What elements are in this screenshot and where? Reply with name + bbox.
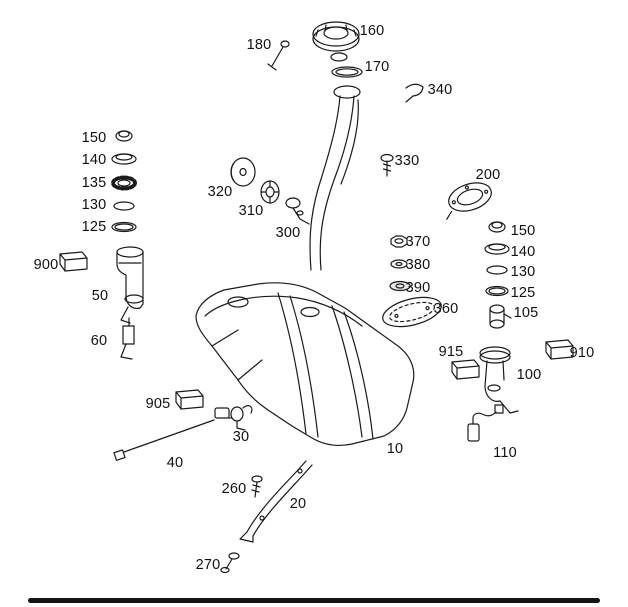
part-label-260: 260 [221,481,247,497]
part-label-50: 50 [91,288,109,304]
part-label-130: 130 [510,264,536,280]
filler-neck-icon [309,85,361,271]
part-label-390: 390 [405,280,431,296]
tank-strap-20-icon [239,460,313,543]
part-label-150: 150 [510,223,536,239]
part-label-125: 125 [510,285,536,301]
kit-tag-910-icon [545,339,574,360]
valve-300-icon [285,197,310,225]
washer-380-icon [390,259,408,269]
left-seal-stack-icon [111,130,137,233]
part-label-100: 100 [516,367,542,383]
screw-270-icon [220,552,240,574]
part-label-130: 130 [81,197,107,213]
washer-390-icon [389,280,411,292]
pad-360-icon [382,296,442,328]
seal-ring-170-icon [331,66,363,78]
screw-260-icon [251,475,263,498]
part-label-30: 30 [232,429,250,445]
part-label-10: 10 [386,441,404,457]
nut-370-icon [390,235,408,248]
part-label-110: 110 [493,445,517,461]
part-label-905: 905 [145,396,171,412]
part-label-150: 150 [81,130,107,146]
part-label-330: 330 [394,153,420,169]
kit-tag-915-icon [451,359,480,380]
fuel-tank-10-icon [195,282,415,446]
part-label-160: 160 [359,23,385,39]
part-label-910: 910 [569,345,595,361]
part-label-310: 310 [238,203,264,219]
part-label-370: 370 [405,234,431,250]
part-label-135: 135 [81,175,107,191]
part-label-140: 140 [81,152,107,168]
sensor-110-icon [467,404,504,442]
fuel-pump-50-icon [116,246,144,324]
part-label-105: 105 [513,305,539,321]
part-label-125: 125 [81,219,107,235]
kit-tag-905-icon [175,389,204,410]
part-label-270: 270 [195,557,221,573]
part-label-380: 380 [405,257,431,273]
disc-320-icon [230,157,256,187]
part-label-170: 170 [364,59,390,75]
fuel-cap-icon [312,21,360,62]
part-label-900: 900 [33,257,59,273]
part-label-200: 200 [475,167,501,183]
part-label-60: 60 [90,333,108,349]
kit-tag-900-icon [59,251,88,272]
right-seal-stack-icon [484,221,510,297]
fuel-line-40-icon [113,419,215,461]
part-label-180: 180 [246,37,272,53]
bracket-60-icon [120,317,135,360]
screw-330-icon [380,153,394,177]
lock-key-icon [267,40,290,71]
sensor-105-icon [489,304,512,329]
sender-100-icon [479,346,519,414]
disc-310-icon [260,180,280,204]
part-label-360: 360 [433,301,459,317]
valve-30-icon [214,405,253,431]
part-label-140: 140 [510,244,536,260]
clip-340-icon [405,83,424,103]
part-label-915: 915 [438,344,464,360]
part-label-20: 20 [289,496,307,512]
part-label-320: 320 [207,184,233,200]
bottom-bar [28,598,600,603]
part-label-300: 300 [275,225,301,241]
flange-200-icon [446,182,492,220]
part-label-340: 340 [427,82,453,98]
part-label-40: 40 [166,455,184,471]
